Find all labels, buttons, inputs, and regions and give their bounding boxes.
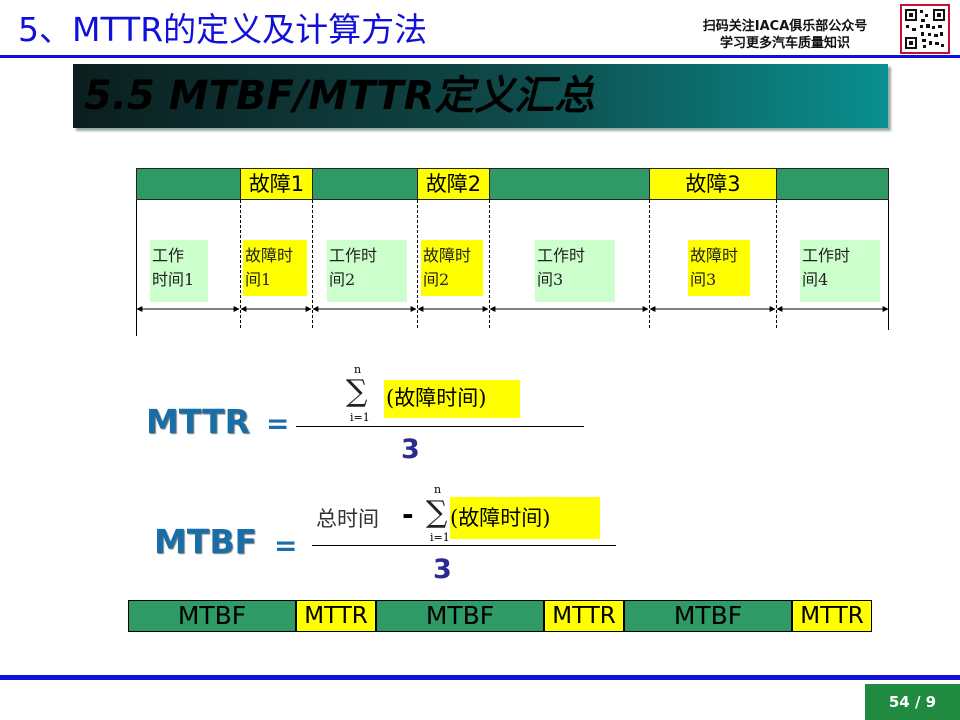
- minus-sign: -: [402, 498, 414, 531]
- mtbf-fraction-bar: [312, 545, 616, 546]
- work-time-4-box: 工作时 间4: [800, 240, 880, 302]
- strip-mttr-segment: MTTR: [792, 600, 872, 632]
- work-time-label: 工作时: [329, 246, 378, 265]
- strip-mtbf-segment: MTBF: [128, 600, 296, 632]
- mtbf-fault-term: (故障时间): [450, 497, 600, 539]
- boundary-line: [649, 200, 650, 328]
- fault-time-label: 间3: [690, 270, 717, 289]
- mttr-fault-term: (故障时间): [384, 380, 520, 418]
- section-banner: [73, 64, 888, 128]
- sum-upper-limit: n: [434, 483, 442, 496]
- sum-upper-limit: n: [354, 363, 362, 376]
- timeline-work-segment: [489, 168, 650, 200]
- mtbf-label: MTBF: [154, 522, 258, 561]
- fault-time-label: 故障时: [245, 246, 294, 265]
- strip-mttr-segment: MTTR: [296, 600, 376, 632]
- timeline-fault-1: 故障1: [240, 168, 313, 200]
- timeline-fault-3: 故障3: [649, 168, 777, 200]
- fault-time-2-box: 故障时 间2: [421, 240, 483, 296]
- strip-mtbf-segment: MTBF: [376, 600, 544, 632]
- work-time-3-box: 工作时 间3: [535, 240, 615, 302]
- work-time-label: 时间1: [152, 270, 195, 289]
- timeline-work-segment: [312, 168, 418, 200]
- mttr-fraction-bar: [296, 426, 584, 427]
- timeline-fault-2: 故障2: [417, 168, 490, 200]
- work-time-label: 工作: [152, 246, 185, 265]
- fault-time-1-box: 故障时 间1: [243, 240, 307, 296]
- work-time-label: 间4: [802, 270, 829, 289]
- fault-time-3-box: 故障时 间3: [688, 240, 750, 296]
- promo-line-1: 扫码关注IACA俱乐部公众号: [702, 19, 868, 34]
- mtbf-equals: =: [274, 529, 298, 562]
- fault-time-label: 间1: [245, 270, 272, 289]
- timeline-work-segment: [136, 168, 241, 200]
- sigma-icon: ∑: [346, 374, 368, 409]
- boundary-line: [312, 200, 313, 328]
- work-time-2-box: 工作时 间2: [327, 240, 407, 302]
- qr-code-icon: [900, 4, 950, 54]
- timeline-work-segment: [776, 168, 889, 200]
- work-time-label: 工作时: [537, 246, 586, 265]
- mttr-denominator: 3: [401, 434, 420, 465]
- sum-lower-limit: i=1: [430, 531, 450, 544]
- sigma-icon: ∑: [426, 495, 448, 530]
- section-title: 5.5 MTBF/MTTR定义汇总: [84, 73, 595, 119]
- page-title: 5、MTTR的定义及计算方法: [18, 10, 428, 49]
- mttr-equals: =: [266, 407, 290, 440]
- mttr-label: MTTR: [146, 402, 251, 441]
- mtbf-denominator: 3: [433, 554, 452, 585]
- footer-rule: [0, 675, 960, 680]
- dimension-arrows: [136, 306, 889, 312]
- promo-line-2: 学习更多汽车质量知识: [719, 36, 850, 51]
- work-time-label: 间2: [329, 270, 356, 289]
- page-number: 54 / 9: [865, 684, 960, 720]
- strip-mtbf-segment: MTBF: [624, 600, 792, 632]
- boundary-line: [240, 200, 241, 328]
- fault-time-label: 故障时: [690, 246, 739, 265]
- fault-time-label: 故障时: [423, 246, 472, 265]
- mtbf-total-time: 总时间: [316, 507, 379, 531]
- boundary-line: [136, 200, 137, 336]
- sum-lower-limit: i=1: [350, 411, 370, 424]
- boundary-line: [888, 200, 889, 330]
- work-time-1-box: 工作 时间1: [150, 240, 208, 302]
- fault-time-label: 间2: [423, 270, 450, 289]
- boundary-line: [417, 200, 418, 328]
- header-rule: [0, 55, 960, 58]
- work-time-label: 间3: [537, 270, 564, 289]
- boundary-line: [489, 200, 490, 328]
- work-time-label: 工作时: [802, 246, 851, 265]
- strip-mttr-segment: MTTR: [544, 600, 624, 632]
- boundary-line: [776, 200, 777, 328]
